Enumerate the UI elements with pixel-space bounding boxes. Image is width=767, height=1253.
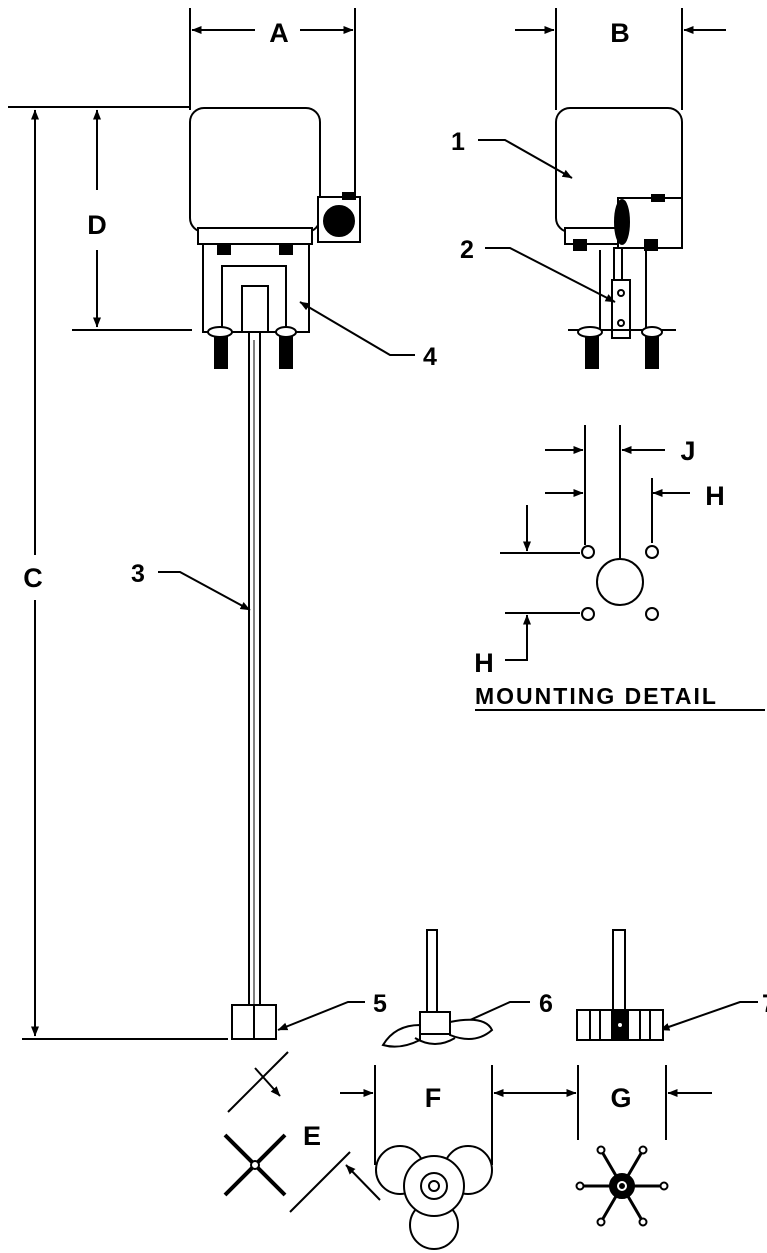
propeller-impeller-top (375, 1145, 493, 1250)
dimension-h-label-left: H (474, 648, 494, 678)
dimension-a (189, 8, 356, 195)
dimension-a-label: A (269, 18, 289, 48)
dimension-h-label-right: H (705, 481, 725, 511)
turbine-impeller-side (576, 929, 664, 1041)
dimension-b-label: B (610, 18, 630, 48)
dimension-f-label: F (425, 1083, 442, 1113)
part-1-label: 1 (451, 128, 465, 156)
shaft-hole (596, 558, 644, 606)
turbine-impeller-top (575, 1145, 669, 1227)
dimension-e-label: E (303, 1121, 321, 1151)
dimension-c (8, 106, 228, 1040)
motor-housing (189, 107, 321, 233)
part-5-label: 5 (373, 990, 387, 1018)
front-view-mixer (189, 107, 361, 1040)
dimension-d (72, 109, 192, 331)
mounting-hole (581, 607, 595, 621)
mounting-detail-title: MOUNTING DETAIL (475, 683, 718, 709)
propeller-impeller-side (381, 929, 494, 1048)
dimension-b (515, 8, 726, 110)
part-callouts (158, 139, 758, 1031)
dimension-f (340, 1065, 535, 1165)
part-2-label: 2 (460, 236, 474, 264)
part-7-label: 7 (762, 990, 767, 1018)
dimension-d-label: D (87, 210, 107, 240)
side-view-mixer (555, 107, 683, 369)
clamp-plate (611, 279, 631, 339)
dimension-e (223, 1051, 381, 1213)
dimension-g (535, 1065, 712, 1140)
mounting-hole (645, 545, 659, 559)
dimension-c-label: C (23, 563, 43, 593)
part-4-label: 4 (423, 343, 437, 371)
mounting-detail (475, 425, 765, 711)
part-6-label: 6 (539, 990, 553, 1018)
mounting-hole (645, 607, 659, 621)
dimension-g-label: G (610, 1083, 631, 1113)
dimension-j-label: J (680, 436, 695, 466)
part-3-label: 3 (131, 560, 145, 588)
switch-knob (323, 205, 355, 237)
mounting-hole (581, 545, 595, 559)
